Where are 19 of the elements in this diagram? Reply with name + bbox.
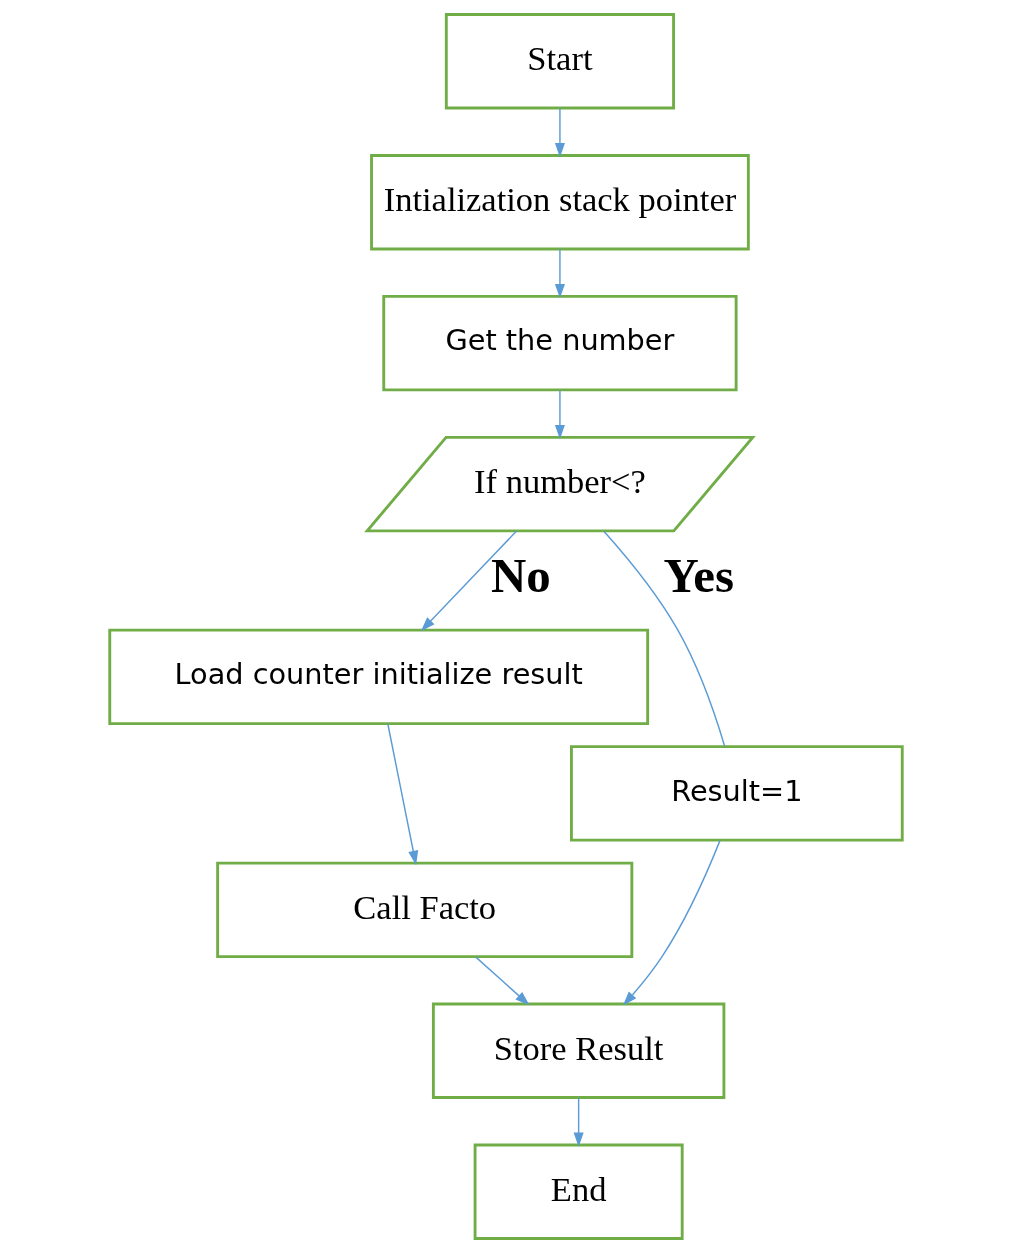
arrow <box>573 1097 584 1147</box>
node-box: Store Result <box>431 1002 725 1099</box>
arrow <box>622 839 721 1006</box>
node-box: Call Facto <box>215 861 633 959</box>
arrow <box>554 389 565 440</box>
arrow <box>554 107 565 158</box>
edge-label: Yes <box>662 547 734 603</box>
node-box: Load counter initialize result <box>107 628 649 726</box>
node-box: Get the number <box>381 294 738 392</box>
arrow <box>386 723 418 866</box>
node-box: End <box>473 1143 684 1240</box>
node-box: Start <box>444 13 675 110</box>
connector <box>602 530 725 747</box>
edge-label: No <box>490 547 551 603</box>
node-box: Result=1 <box>569 745 904 842</box>
arrow <box>474 956 529 1006</box>
arrow <box>420 530 517 632</box>
node-box: Intialization stack pointer <box>369 154 750 251</box>
arrow <box>554 248 565 299</box>
